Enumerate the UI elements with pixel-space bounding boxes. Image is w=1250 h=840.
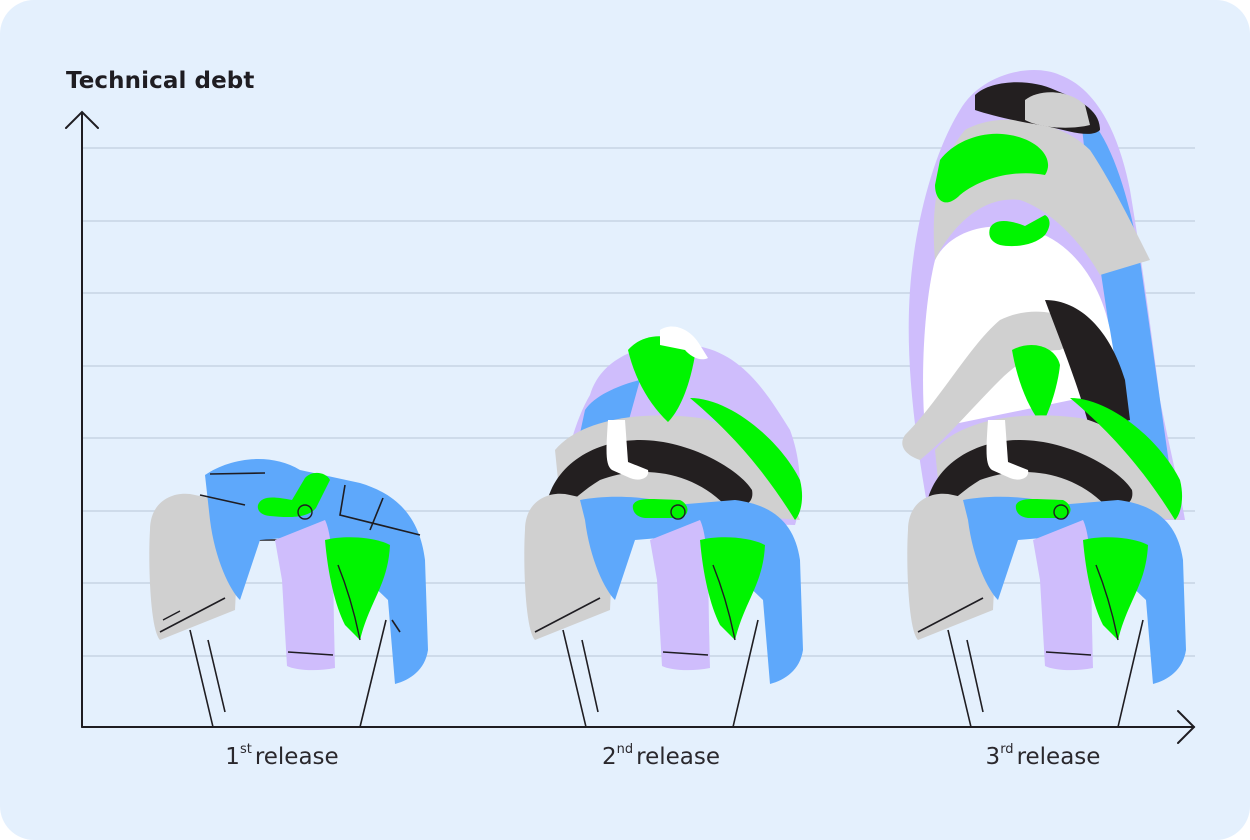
y-axis: [65, 110, 99, 728]
tick-text: release: [636, 744, 721, 770]
tick-number: 1: [225, 744, 240, 770]
chair-icon: [947, 619, 1144, 728]
tick-ordinal: nd: [616, 742, 634, 757]
bar-1st-release-laundry-pile: [149, 459, 428, 728]
tick-number: 2: [601, 744, 617, 770]
tick-ordinal: rd: [1000, 742, 1014, 757]
chair-icon: [562, 619, 759, 728]
bar-3rd-release-laundry-pile: [902, 70, 1186, 728]
y-axis-arrow-icon: [65, 110, 99, 129]
y-axis-label: Technical debt: [66, 68, 255, 94]
tick-number: 3: [985, 744, 1001, 770]
bar-2nd-release-laundry-pile: [524, 326, 803, 728]
tick-text: release: [254, 744, 339, 770]
x-axis: [81, 710, 1196, 744]
tick-ordinal: st: [239, 742, 252, 757]
x-axis-arrow-icon: [1177, 710, 1196, 744]
tick-text: release: [1016, 744, 1101, 770]
